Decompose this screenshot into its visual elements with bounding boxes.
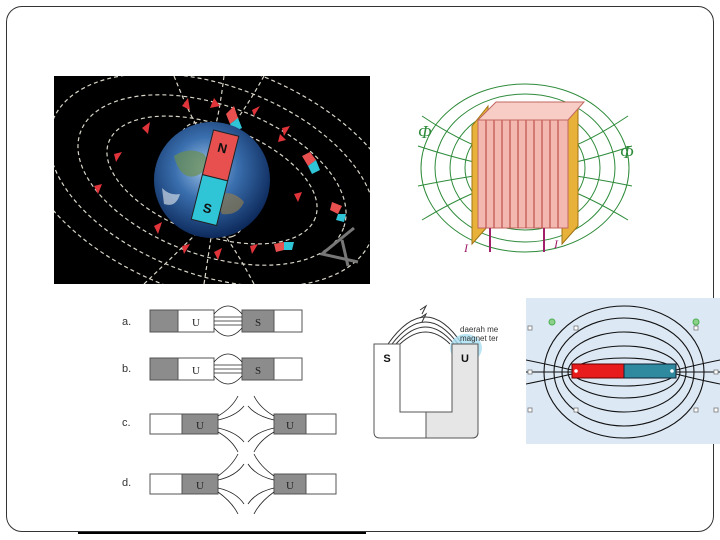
- horseshoe-north-label: U: [461, 353, 469, 365]
- horseshoe-south-label: S: [383, 353, 390, 365]
- row-b: b. U S: [122, 354, 302, 384]
- earth-field-svg: N S: [54, 76, 370, 284]
- horseshoe-magnet-image: S U daerah medan magnet terkuat: [368, 296, 498, 446]
- current-label-left: I: [463, 241, 469, 255]
- row-a: a. U S: [122, 306, 302, 336]
- bar-teal-half: [624, 364, 676, 378]
- bar-red-half: [572, 364, 624, 378]
- earth-magnetic-field-image: N S: [54, 76, 370, 284]
- poles-svg: a. U S b. U S: [112, 296, 348, 524]
- row-letter: c.: [122, 417, 131, 429]
- bottom-rule: [78, 532, 366, 534]
- pole-left: U: [192, 317, 200, 329]
- row-letter: a.: [122, 316, 131, 328]
- current-label-right: I: [553, 237, 559, 251]
- callout-line-1: daerah medan: [460, 325, 498, 334]
- pole-right: S: [255, 365, 261, 377]
- compass-logo: [322, 228, 358, 266]
- row-letter: d.: [122, 477, 131, 489]
- flux-label-right: Φ: [620, 142, 634, 162]
- bar-magnet-field-image: [526, 298, 720, 444]
- pole-right: U: [286, 480, 294, 492]
- pole-right: U: [286, 420, 294, 432]
- coil-field-svg: Φ Φ I I: [412, 76, 638, 262]
- row-letter: b.: [122, 363, 131, 375]
- pole-left: U: [192, 365, 200, 377]
- coil-magnetic-field-image: Φ Φ I I: [412, 76, 638, 262]
- pole-left: U: [196, 420, 204, 432]
- callout-line-2: magnet terkuat: [460, 334, 498, 343]
- pole-interaction-diagram: a. U S b. U S: [112, 296, 348, 524]
- horseshoe-svg: S U daerah medan magnet terkuat: [368, 296, 498, 446]
- pole-left: U: [196, 480, 204, 492]
- pole-right: S: [255, 317, 261, 329]
- barfield-svg: [526, 298, 720, 444]
- row-d: d. U U: [122, 454, 336, 514]
- flux-label-left: Φ: [418, 122, 432, 142]
- row-c: c. U U: [122, 396, 336, 452]
- horseshoe-field-lines: [388, 306, 462, 344]
